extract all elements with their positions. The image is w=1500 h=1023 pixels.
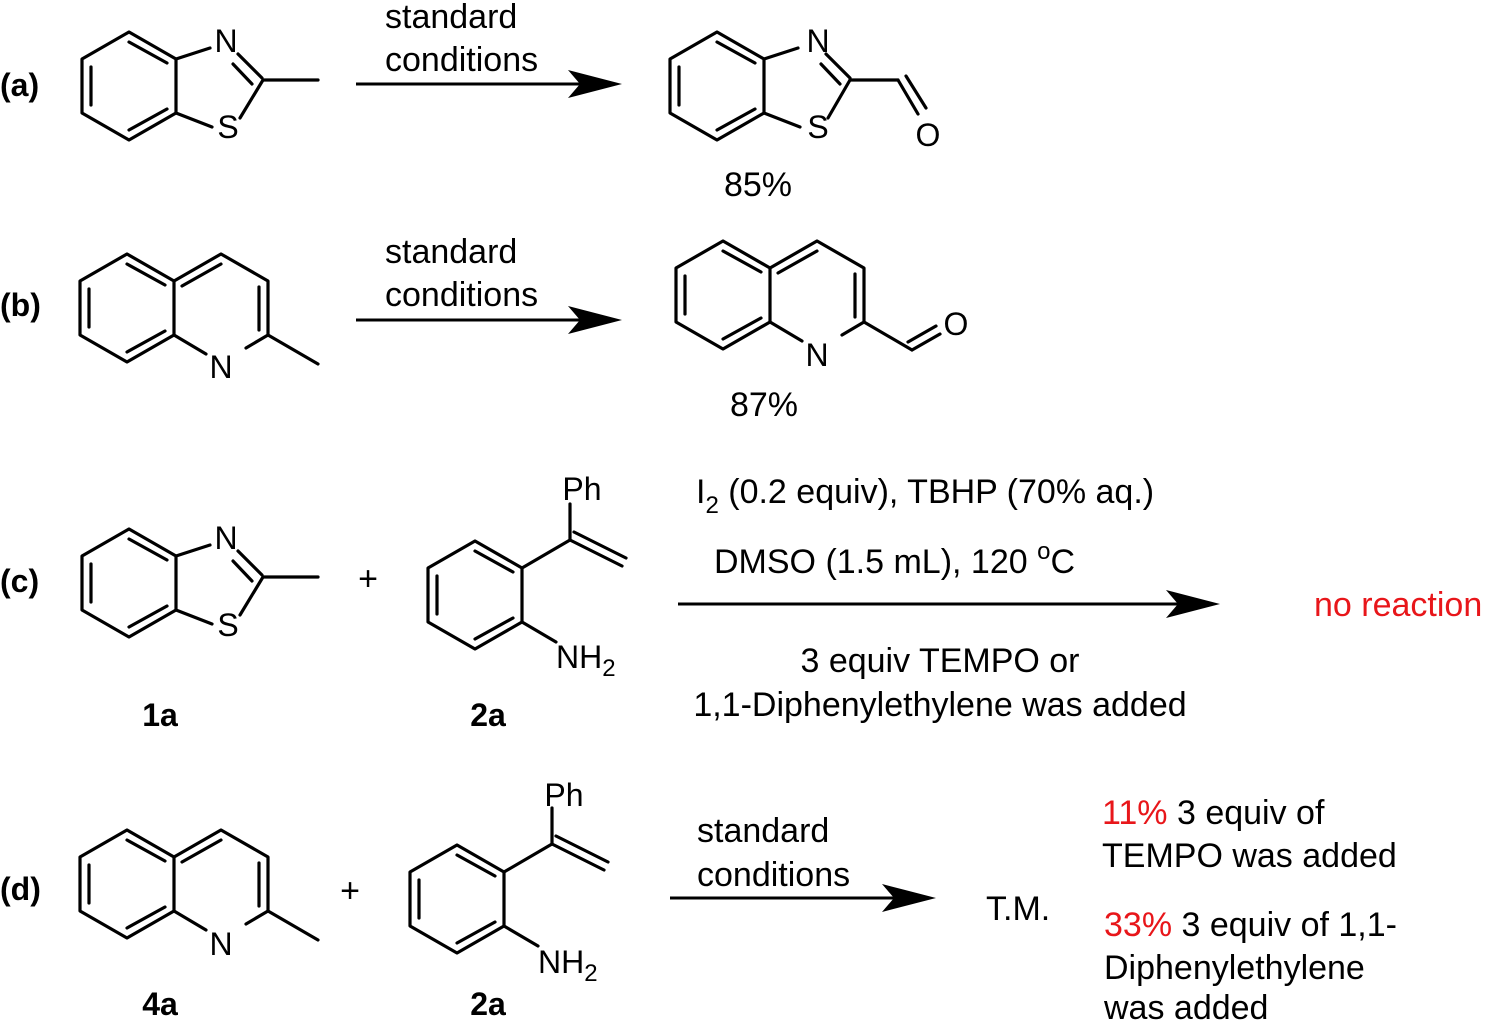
reaction-arrow-c [678, 590, 1220, 618]
atom-n: N [209, 926, 232, 962]
substituent-ph: Ph [544, 777, 583, 813]
conditions-c-line2: DMSO (1.5 mL), 120 oC [714, 538, 1075, 581]
atom-n: N [806, 23, 829, 59]
reaction-c: (c) N S 1a + Ph NH2 2a I2 (0.2 equiv), T… [0, 471, 1482, 733]
atom-n: N [214, 520, 237, 556]
conditions-c-line1: I2 (0.2 equiv), TBHP (70% aq.) [696, 473, 1154, 519]
structure-2-methylquinoline-b: N [78, 252, 320, 385]
compound-label-2a: 2a [470, 697, 506, 733]
conditions-b-line1: standard [385, 233, 517, 271]
structure-4a-2-methylquinoline: N [78, 828, 320, 962]
result-dpe-line1: 33% 3 equiv of 1,1- [1104, 906, 1397, 944]
reaction-a: (a) N S standard conditions N [0, 0, 940, 204]
conditions-d-line2: conditions [697, 856, 850, 894]
structure-quinoline-2-carbaldehyde: N O [674, 239, 969, 373]
yield-a: 85% [724, 166, 792, 204]
substituent-nh2: NH2 [538, 944, 598, 987]
additive-c-line2: 1,1-Diphenylethylene was added [693, 686, 1186, 724]
label-a: (a) [0, 67, 39, 103]
structure-1a-2-methylbenzothiazole: N S [80, 520, 320, 643]
product-tm: T.M. [986, 890, 1050, 928]
label-b: (b) [0, 287, 41, 323]
label-d: (d) [0, 871, 41, 907]
conditions-a-line2: conditions [385, 41, 538, 79]
conditions-d-line1: standard [697, 812, 829, 850]
yield-b: 87% [730, 386, 798, 424]
atom-n: N [209, 349, 232, 385]
conditions-b-line2: conditions [385, 276, 538, 314]
structure-2a-phenylvinylaniline-d: Ph NH2 [408, 777, 610, 987]
result-dpe-line2: Diphenylethylene [1104, 949, 1365, 987]
compound-label-2a: 2a [470, 986, 506, 1022]
atom-n: N [805, 337, 828, 373]
substituent-ph: Ph [562, 471, 601, 507]
additive-c-line1: 3 equiv TEMPO or [800, 642, 1079, 680]
atom-s: S [217, 607, 238, 643]
result-dpe-line3: was added [1103, 989, 1268, 1023]
reaction-b: (b) N standard conditions N O [0, 233, 968, 424]
atom-o: O [944, 306, 969, 342]
reaction-d: (d) N 4a + Ph NH2 2a standard conditions [0, 777, 1397, 1023]
conditions-a-line1: standard [385, 0, 517, 36]
plus-sign-c: + [358, 560, 378, 598]
label-c: (c) [0, 563, 39, 599]
plus-sign-d: + [340, 872, 360, 910]
result-tempo-line1: 11% 3 equiv of [1102, 794, 1325, 832]
reaction-arrow-b [356, 306, 622, 334]
structure-2a-phenylvinylaniline-c: Ph NH2 [426, 471, 628, 682]
atom-s: S [807, 109, 828, 145]
atom-o: O [916, 117, 941, 153]
atom-n: N [214, 23, 237, 59]
structure-2-methylbenzothiazole-a: N S [80, 23, 320, 145]
substituent-nh2: NH2 [556, 639, 616, 682]
result-no-reaction: no reaction [1314, 586, 1482, 624]
compound-label-4a: 4a [142, 986, 178, 1022]
compound-label-1a: 1a [142, 697, 178, 733]
reaction-arrow-a [356, 70, 622, 98]
atom-s: S [217, 109, 238, 145]
reaction-arrow-d [670, 884, 936, 912]
result-tempo-line2: TEMPO was added [1102, 837, 1397, 875]
structure-benzothiazole-2-carbaldehyde: N S O [668, 23, 941, 153]
